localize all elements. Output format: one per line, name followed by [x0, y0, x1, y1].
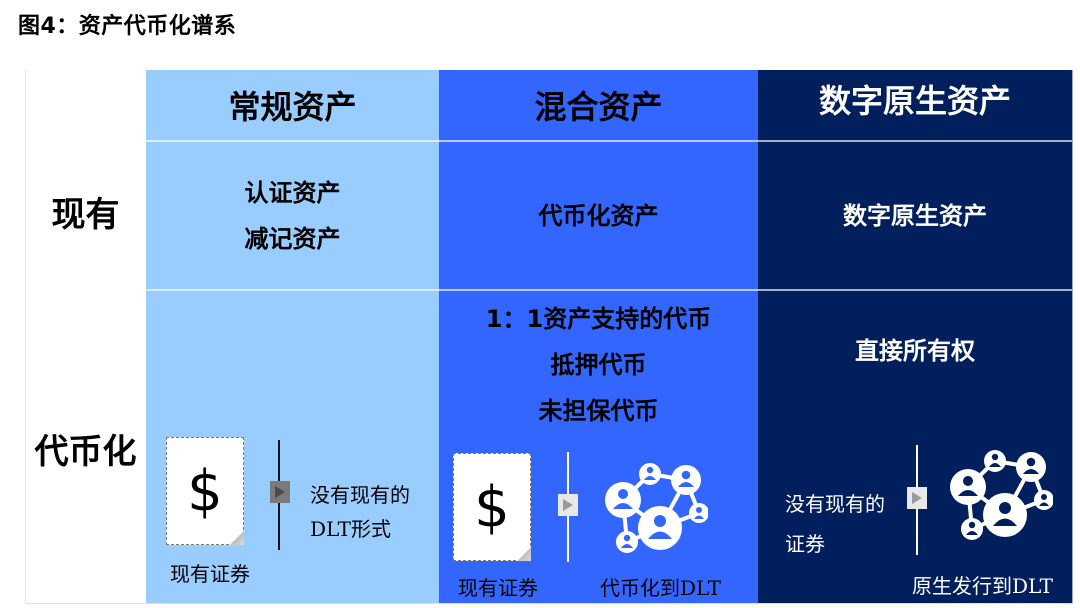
header-digital-native-assets: 数字原生资产	[818, 82, 1011, 120]
cell-conventional-existing: 认证资产 减记资产	[146, 142, 439, 289]
row-label-existing: 现有	[51, 195, 120, 235]
existing-securities-caption: 现有证券	[170, 562, 250, 586]
cell-item: 认证资产	[244, 178, 341, 207]
cell-item: 直接所有权	[855, 337, 975, 365]
tokenized-to-dlt-caption: 代币化到DLT	[600, 576, 722, 600]
cell-item: 1：1资产支持的代币	[485, 305, 712, 333]
native-issuance-to-dlt-caption: 原生发行到DLT	[912, 574, 1054, 598]
cell-hybrid-token-types: 1：1资产支持的代币 抵押代币 未担保代币	[439, 296, 758, 436]
cell-hybrid-existing: 代币化资产	[439, 142, 758, 289]
header-hybrid-assets: 混合资产	[534, 88, 663, 126]
no-existing-securities-text: 没有现有的 证券	[785, 492, 885, 556]
play-arrow-icon	[270, 481, 290, 503]
cell-item: 抵押代币	[550, 351, 647, 379]
row-separator	[146, 289, 1072, 291]
row-label-tokenized: 代币化	[34, 432, 137, 472]
diagram-frame	[25, 70, 1073, 604]
security-document-icon: $	[453, 453, 531, 561]
dollar-icon: $	[187, 458, 223, 524]
figure-title: 图4：资产代币化谱系	[18, 14, 237, 39]
cell-item: 代币化资产	[538, 201, 659, 230]
header-conventional-assets: 常规资产	[228, 88, 357, 126]
no-dlt-form-text: 没有现有的 DLT形式	[310, 483, 410, 541]
row-separator	[146, 140, 1072, 142]
cell-item: 未担保代币	[538, 397, 659, 425]
existing-securities-caption: 现有证券	[458, 576, 538, 600]
page-fold-icon	[230, 531, 244, 545]
play-arrow-icon	[907, 487, 927, 509]
page-fold-icon	[517, 547, 531, 561]
cell-digital-existing: 数字原生资产	[758, 142, 1072, 289]
security-document-icon: $	[166, 437, 244, 545]
dollar-icon: $	[474, 474, 510, 540]
cell-item: 数字原生资产	[843, 201, 987, 230]
network-people-icon	[605, 463, 708, 553]
cell-digital-direct-ownership: 直接所有权	[758, 328, 1072, 374]
play-arrow-icon	[558, 494, 578, 516]
network-people-icon	[950, 450, 1053, 540]
cell-item: 减记资产	[244, 224, 341, 253]
